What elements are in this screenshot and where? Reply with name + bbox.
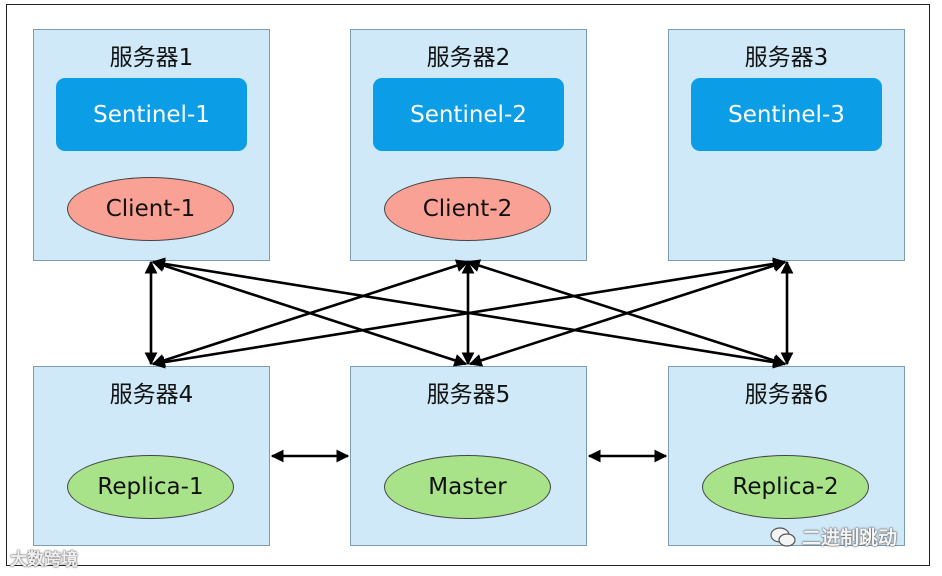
server-5-title: 服务器5 xyxy=(426,382,511,408)
sentinel-1: Sentinel-1 xyxy=(56,78,247,151)
watermark-left: 大数跨境 xyxy=(10,550,78,570)
watermark-right-text: 二进制跳动 xyxy=(802,527,898,549)
server-3: 服务器3 Sentinel-3 xyxy=(668,29,905,261)
sentinel-2: Sentinel-2 xyxy=(373,78,564,151)
client-2: Client-2 xyxy=(384,177,551,241)
sentinel-3: Sentinel-3 xyxy=(691,78,882,151)
server-6-title: 服务器6 xyxy=(744,382,829,408)
server-2: 服务器2 Sentinel-2 Client-2 xyxy=(350,29,587,261)
server-6: 服务器6 Replica-2 xyxy=(668,366,905,546)
link-s3-s5 xyxy=(468,259,787,367)
replica-1-node: Replica-1 xyxy=(67,455,234,519)
server-2-title: 服务器2 xyxy=(426,45,511,71)
watermark-right: 二进制跳动 xyxy=(770,523,897,550)
replica-2-node: Replica-2 xyxy=(702,455,869,519)
wechat-icon xyxy=(770,526,796,547)
server-1: 服务器1 Sentinel-1 Client-1 xyxy=(33,29,270,261)
server-4: 服务器4 Replica-1 xyxy=(33,366,270,546)
client-1: Client-1 xyxy=(67,177,234,241)
master-node: Master xyxy=(384,455,551,519)
server-4-title: 服务器4 xyxy=(109,382,194,408)
server-5: 服务器5 Master xyxy=(350,366,587,546)
server-3-title: 服务器3 xyxy=(744,45,829,71)
server-1-title: 服务器1 xyxy=(109,45,194,71)
